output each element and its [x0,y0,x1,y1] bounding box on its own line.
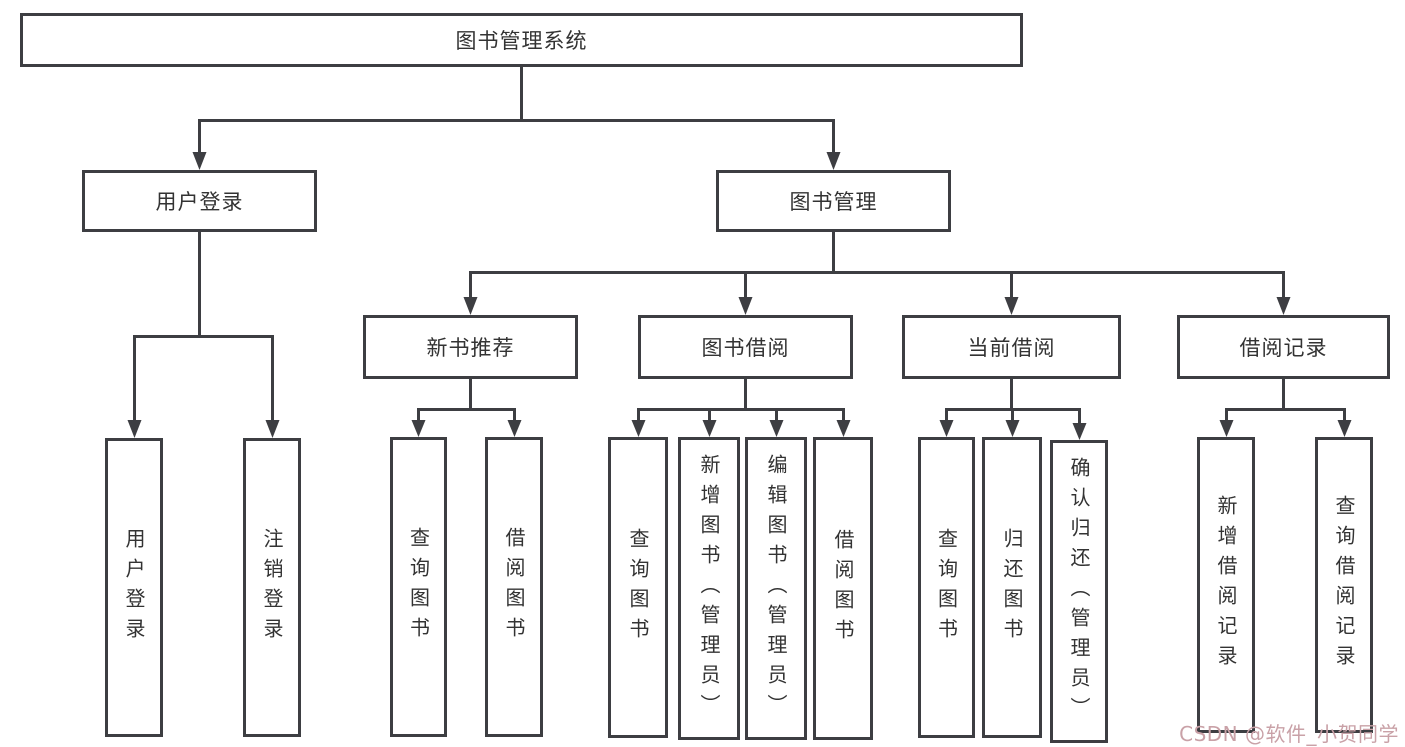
node-br-query-record: 查询借阅记录 [1315,437,1373,733]
node-book-management: 图书管理 [716,170,951,232]
node-bb-query-books: 查询图书 [608,437,668,738]
node-label: 确认归还（管理员） [1067,456,1091,727]
node-label: 图书管理系统 [455,29,588,53]
node-book-borrowing: 图书借阅 [638,315,853,379]
node-borrowing-records: 借阅记录 [1177,315,1390,379]
node-label: 编辑图书（管理员） [764,453,788,724]
node-label: 查询图书 [626,527,650,648]
node-nbr-borrow-books: 借阅图书 [485,437,543,737]
node-user-login: 用户登录 [82,170,317,232]
node-label: 图书借阅 [701,336,790,360]
node-label: 查询借阅记录 [1332,495,1356,675]
node-label: 查询图书 [406,527,431,647]
node-label: 图书管理 [789,190,878,214]
node-bb-add-books-admin: 新增图书（管理员） [678,437,740,740]
node-leaf-user-login: 用户登录 [105,438,163,737]
node-cb-query-books: 查询图书 [918,437,975,738]
node-cb-confirm-return-admin: 确认归还（管理员） [1050,440,1108,743]
node-label: 注销登录 [260,527,284,648]
node-label: 新书推荐 [426,336,515,360]
node-root-system: 图书管理系统 [20,13,1023,67]
node-leaf-logout: 注销登录 [243,438,301,737]
node-nbr-query-books: 查询图书 [390,437,447,737]
node-label: 借阅记录 [1239,336,1328,360]
node-label: 用户登录 [122,527,146,648]
node-label: 归还图书 [1000,527,1024,648]
node-br-add-record: 新增借阅记录 [1197,437,1255,733]
node-label: 查询图书 [934,527,959,648]
node-cb-return-books: 归还图书 [982,437,1042,738]
node-label: 当前借阅 [967,336,1056,360]
node-label: 借阅图书 [502,527,526,647]
node-label: 借阅图书 [831,528,855,649]
node-label: 新增图书（管理员） [697,453,721,724]
node-new-book-recommend: 新书推荐 [363,315,578,379]
node-current-borrowing: 当前借阅 [902,315,1121,379]
node-bb-edit-books-admin: 编辑图书（管理员） [745,437,807,740]
node-bb-borrow-books: 借阅图书 [813,437,873,740]
node-label: 新增借阅记录 [1214,495,1238,675]
node-label: 用户登录 [155,190,244,214]
csdn-watermark: CSDN @软件_小贺同学 [1179,722,1399,746]
